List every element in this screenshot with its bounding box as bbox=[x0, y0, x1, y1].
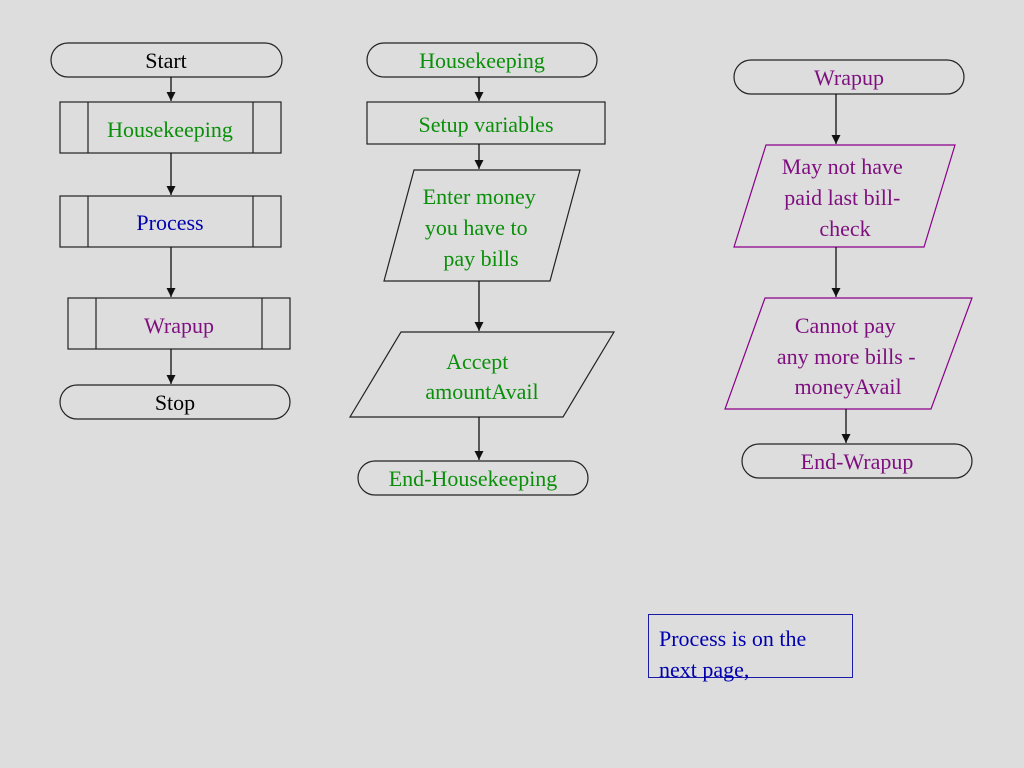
setup-variables-box bbox=[366, 101, 606, 145]
start-terminator bbox=[50, 42, 283, 78]
stop-label: Stop bbox=[155, 390, 195, 415]
end-housekeeping-label: End-Housekeeping bbox=[389, 466, 558, 491]
process-box-label: Process bbox=[136, 210, 203, 235]
last-bill-check-text: May not have paid last bill- check bbox=[782, 154, 908, 241]
accept-amount-line: amountAvail bbox=[425, 379, 538, 404]
enter-money-line: you have to bbox=[425, 215, 528, 240]
cannot-pay-line: any more bills - bbox=[777, 344, 916, 369]
wrapup-process-box bbox=[67, 297, 291, 350]
stop-terminator bbox=[59, 384, 291, 420]
end-wrapup-label: End-Wrapup bbox=[801, 449, 914, 474]
last-bill-check-parallelogram bbox=[733, 144, 956, 248]
wrapup-title: Wrapup bbox=[814, 65, 884, 90]
enter-money-parallelogram bbox=[383, 169, 581, 282]
accept-amount-line: Accept bbox=[446, 349, 508, 374]
end-wrapup-terminator bbox=[741, 443, 973, 479]
enter-money-line: Enter money bbox=[423, 184, 536, 209]
cannot-pay-parallelogram bbox=[724, 297, 973, 410]
accept-amount-text: Accept amountAvail bbox=[425, 349, 538, 404]
end-housekeeping-terminator bbox=[357, 460, 589, 496]
housekeeping-terminator bbox=[366, 42, 598, 78]
note-line: next page, bbox=[659, 657, 750, 682]
housekeeping-flow: Housekeeping Setup variables Enter money… bbox=[348, 42, 616, 496]
housekeeping-box-label: Housekeeping bbox=[107, 117, 233, 142]
enter-money-line: pay bills bbox=[443, 246, 518, 271]
enter-money-text: Enter money you have to pay bills bbox=[423, 184, 542, 271]
wrapup-box-label: Wrapup bbox=[144, 313, 214, 338]
cannot-pay-line: Cannot pay bbox=[795, 313, 896, 338]
note-line: Process is on the bbox=[659, 626, 807, 651]
last-bill-check-line: May not have bbox=[782, 154, 903, 179]
accept-amount-parallelogram bbox=[348, 331, 616, 418]
housekeeping-title: Housekeeping bbox=[419, 48, 545, 73]
wrapup-flow: Wrapup May not have paid last bill- chec… bbox=[724, 59, 973, 479]
wrapup-terminator bbox=[733, 59, 965, 95]
main-flow: Start Housekeeping Process Wrapup Stop bbox=[50, 42, 291, 420]
start-label: Start bbox=[145, 48, 187, 73]
setup-variables-label: Setup variables bbox=[418, 112, 553, 137]
cannot-pay-text: Cannot pay any more bills - moneyAvail bbox=[777, 313, 921, 399]
last-bill-check-line: paid last bill- bbox=[784, 185, 900, 210]
last-bill-check-line: check bbox=[819, 216, 870, 241]
process-next-page-note: Process is on the next page, bbox=[648, 614, 853, 682]
cannot-pay-line: moneyAvail bbox=[794, 374, 901, 399]
